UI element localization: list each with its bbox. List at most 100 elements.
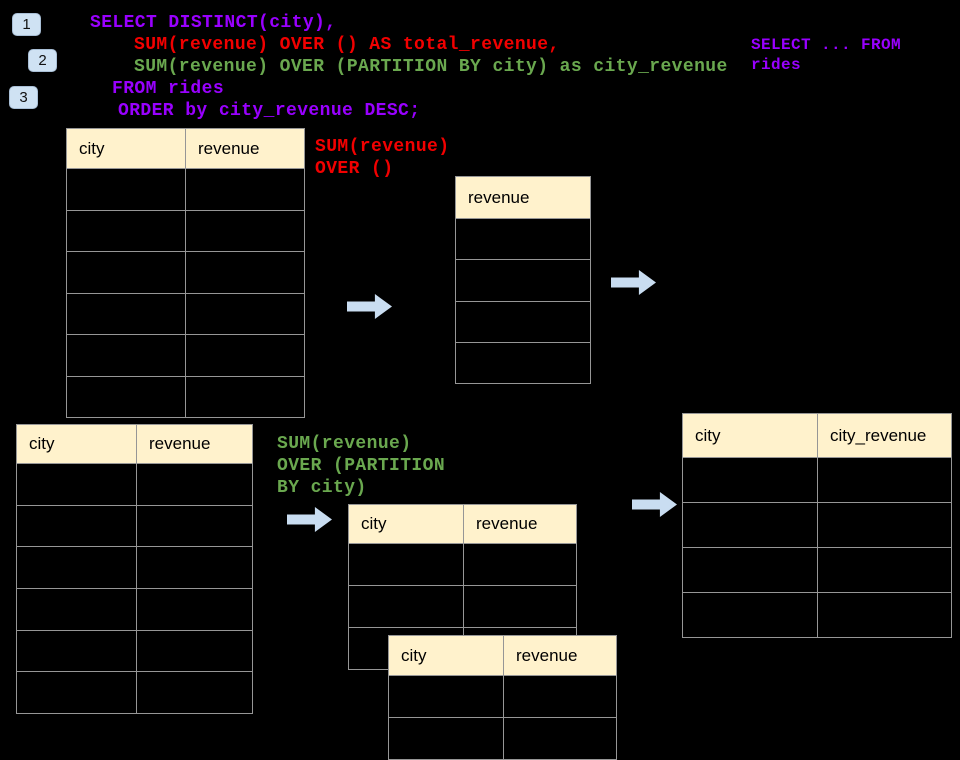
empty-cell (682, 457, 818, 503)
empty-cell (682, 547, 818, 593)
sql-line-city-revenue: SUM(revenue) OVER (PARTITION BY city) as… (134, 57, 728, 77)
table-result-city-revenue: city city_revenue (682, 413, 952, 638)
sql-line-from: FROM rides (112, 79, 225, 99)
table-partition-back: city revenue (348, 504, 577, 670)
column-header-revenue: revenue (463, 504, 577, 544)
empty-cell (455, 341, 591, 385)
empty-cell (66, 251, 186, 294)
empty-cell (503, 675, 617, 718)
label-sum-over-partition-line2: OVER (PARTITION (277, 456, 446, 476)
table-row (16, 504, 253, 548)
empty-cell (136, 671, 253, 715)
table-header-row: city revenue (388, 635, 617, 676)
label-sum-over-total-line1: SUM(revenue) (315, 137, 450, 157)
table-source-rides-bottom: city revenue (16, 424, 253, 715)
empty-cell (66, 292, 186, 335)
table-row (388, 675, 617, 718)
arrow-right-icon (287, 507, 332, 532)
empty-cell (185, 209, 305, 252)
table-row (682, 547, 952, 593)
table-row (66, 209, 305, 252)
empty-cell (455, 259, 591, 302)
column-header-city: city (16, 424, 137, 464)
sql-line-total-revenue: SUM(revenue) OVER () AS total_revenue, (134, 35, 560, 55)
table-row (16, 629, 253, 673)
empty-cell (463, 543, 577, 586)
table-header-row: city city_revenue (682, 413, 952, 458)
column-header-city: city (388, 635, 504, 676)
table-row (455, 217, 591, 261)
empty-cell (185, 292, 305, 335)
column-header-city: city (682, 413, 818, 458)
empty-cell (66, 375, 186, 418)
column-header-city-revenue: city_revenue (817, 413, 952, 458)
empty-cell (185, 251, 305, 294)
table-row (66, 251, 305, 294)
label-sum-over-partition-line3: BY city) (277, 478, 367, 498)
table-row (455, 259, 591, 302)
column-header-revenue: revenue (185, 128, 305, 169)
table-row (16, 546, 253, 590)
arrow-right-icon (347, 294, 392, 319)
empty-cell (16, 629, 137, 673)
empty-cell (817, 547, 952, 593)
arrow-right-icon (611, 270, 656, 295)
table-row (66, 375, 305, 418)
table-source-rides-top: city revenue (66, 128, 305, 418)
step-badge-2: 2 (28, 49, 57, 72)
table-header-row: revenue (455, 176, 591, 219)
empty-cell (66, 168, 186, 211)
arrow-right-icon (632, 492, 677, 517)
empty-cell (348, 543, 464, 586)
empty-cell (16, 504, 137, 548)
empty-cell (185, 168, 305, 211)
label-sum-over-total-line2: OVER () (315, 159, 394, 179)
empty-cell (16, 463, 137, 506)
empty-cell (136, 546, 253, 590)
step-badge-1: 1 (12, 13, 41, 36)
table-header-row: city revenue (16, 424, 253, 464)
table-row (455, 341, 591, 385)
empty-cell (463, 585, 577, 628)
sql-line-order-by: ORDER by city_revenue DESC; (118, 101, 421, 121)
empty-cell (185, 334, 305, 377)
column-header-revenue: revenue (503, 635, 617, 676)
table-row (682, 457, 952, 503)
empty-cell (66, 334, 186, 377)
table-row (682, 592, 952, 638)
table-total-revenue-result: revenue (455, 176, 591, 385)
empty-cell (817, 592, 952, 638)
empty-cell (136, 629, 253, 673)
step-badge-3: 3 (9, 86, 38, 109)
empty-cell (16, 546, 137, 590)
empty-cell (348, 585, 464, 628)
empty-cell (136, 463, 253, 506)
empty-cell (136, 588, 253, 631)
table-header-row: city revenue (66, 128, 305, 169)
table-partition-front: city revenue (388, 635, 617, 760)
empty-cell (136, 504, 253, 548)
table-row (348, 543, 577, 586)
empty-cell (66, 209, 186, 252)
empty-cell (388, 717, 504, 760)
table-row (388, 717, 617, 760)
empty-cell (682, 592, 818, 638)
column-header-revenue: revenue (455, 176, 591, 219)
table-header-row: city revenue (348, 504, 577, 544)
table-row (66, 168, 305, 211)
empty-cell (16, 671, 137, 715)
empty-cell (817, 502, 952, 548)
table-row (16, 588, 253, 631)
label-sum-over-partition-line1: SUM(revenue) (277, 434, 412, 454)
table-row (455, 300, 591, 343)
table-row (16, 671, 253, 715)
column-header-city: city (348, 504, 464, 544)
side-note-select-from: SELECT ... FROM (751, 36, 902, 54)
empty-cell (503, 717, 617, 760)
side-note-rides: rides (751, 56, 802, 74)
empty-cell (388, 675, 504, 718)
empty-cell (185, 375, 305, 418)
table-row (16, 463, 253, 506)
empty-cell (16, 588, 137, 631)
empty-cell (682, 502, 818, 548)
